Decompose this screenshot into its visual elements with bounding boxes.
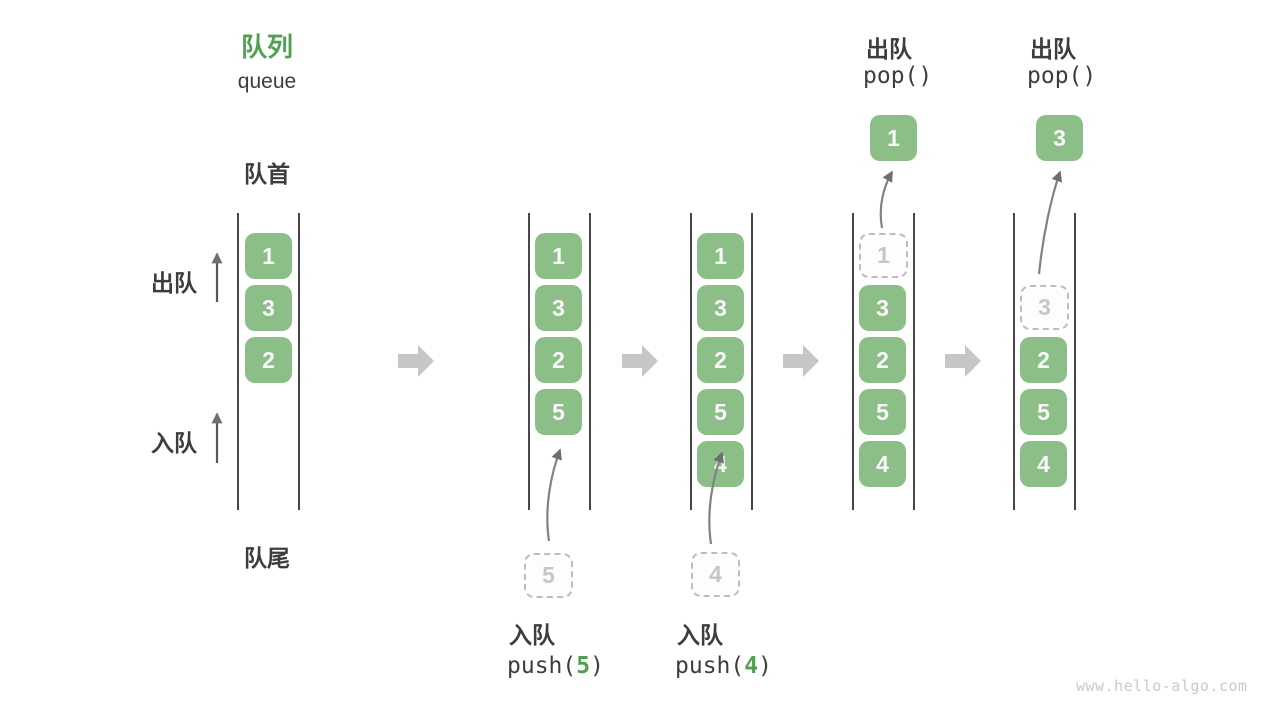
push5-op-code: push(5) [507, 653, 604, 679]
queue-cell: 3 [535, 285, 582, 331]
push5-op-label: 入队 [509, 622, 555, 648]
push5-fn: push( [507, 653, 577, 679]
push5-arg: 5 [576, 653, 591, 679]
queue-wall [1013, 213, 1015, 510]
pop3-op-label: 出队 [1030, 36, 1076, 62]
push5-close: ) [590, 653, 604, 679]
queue-wall [237, 213, 239, 510]
watermark: www.hello-algo.com [1076, 677, 1248, 695]
queue-cell: 2 [859, 337, 906, 383]
queue-cell: 3 [859, 285, 906, 331]
dequeue-direction-label: 出队 [151, 270, 197, 296]
queue-cell: 4 [1020, 441, 1067, 487]
removed-slot: 3 [1020, 285, 1069, 330]
queue-cell: 5 [859, 389, 906, 435]
queue-front-label: 队首 [244, 161, 290, 187]
queue-cell: 4 [859, 441, 906, 487]
queue-cell: 2 [245, 337, 292, 383]
queue-wall [1074, 213, 1076, 510]
diagram-title-zh: 队列 [240, 32, 293, 62]
push4-op-code: push(4) [675, 653, 772, 679]
push5-arrow-icon [546, 448, 562, 542]
queue-wall [528, 213, 530, 510]
queue-cell: 5 [697, 389, 744, 435]
queue-wall [751, 213, 753, 510]
queue-wall [690, 213, 692, 510]
queue-cell: 1 [697, 233, 744, 279]
queue-rear-label: 队尾 [244, 545, 290, 571]
pop1-arrow-icon [879, 170, 893, 229]
queue-cell: 3 [697, 285, 744, 331]
queue-cell: 1 [245, 233, 292, 279]
pop1-op-label: 出队 [866, 36, 912, 62]
queue-cell: 2 [1020, 337, 1067, 383]
incoming-element: 4 [691, 552, 740, 597]
state-transition-arrow-icon [945, 345, 981, 377]
diagram-title-en: queue [237, 70, 297, 93]
queue-wall [852, 213, 854, 510]
push4-op-label: 入队 [677, 622, 723, 648]
pop3-arrow-icon [1037, 170, 1063, 275]
push4-fn: push( [675, 653, 745, 679]
queue-cell: 2 [535, 337, 582, 383]
queue-cell: 5 [535, 389, 582, 435]
push4-close: ) [758, 653, 772, 679]
queue-cell: 4 [697, 441, 744, 487]
enqueue-direction-label: 入队 [151, 430, 197, 456]
queue-cell: 3 [245, 285, 292, 331]
queue-cell: 1 [535, 233, 582, 279]
pop3-op-code: pop() [1027, 63, 1097, 89]
pop1-op-code: pop() [863, 63, 933, 89]
state-transition-arrow-icon [783, 345, 819, 377]
state-transition-arrow-icon [622, 345, 658, 377]
popped-element: 3 [1036, 115, 1083, 161]
popped-element: 1 [870, 115, 917, 161]
queue-wall [913, 213, 915, 510]
incoming-element: 5 [524, 553, 573, 598]
queue-wall [589, 213, 591, 510]
state-transition-arrow-icon [398, 345, 434, 377]
queue-cell: 2 [697, 337, 744, 383]
push4-arg: 4 [744, 653, 759, 679]
removed-slot: 1 [859, 233, 908, 278]
queue-cell: 5 [1020, 389, 1067, 435]
queue-wall [298, 213, 300, 510]
